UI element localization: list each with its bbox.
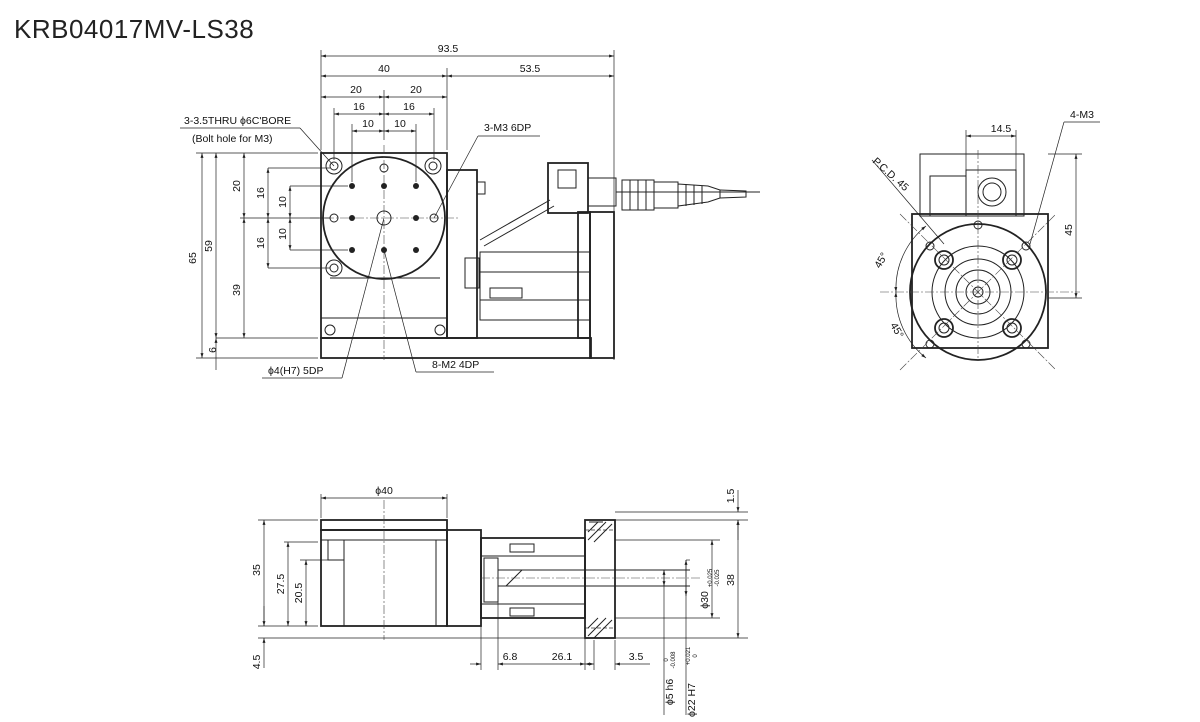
- dim-20-left: 20: [350, 84, 362, 96]
- leader-thru-hole: [299, 127, 335, 167]
- dim-10-left: 10: [362, 118, 374, 130]
- dim-6: 6: [207, 347, 219, 353]
- dim-shaft-tol-lower: -0.008: [671, 651, 677, 669]
- top-horizontal-dimensions: [320, 50, 615, 360]
- top-view-base: [320, 337, 592, 359]
- top-view: 93.5 40 53.5 20 20 16 16 10 10: [180, 43, 760, 379]
- callout-thru-hole: 3-3.5THRU ϕ6C'BORE: [184, 115, 291, 127]
- dim-20-5: 20.5: [293, 583, 305, 604]
- callout-m3-tap: 3-M3 6DP: [484, 122, 531, 134]
- dim-spigot-tol-upper: +0.021: [686, 646, 692, 665]
- dim-53-5: 53.5: [520, 63, 541, 75]
- dim-93-5: 93.5: [438, 43, 459, 55]
- callout-m2-tap: 8-M2 4DP: [432, 359, 479, 371]
- dim-59: 59: [203, 240, 215, 252]
- dim-65: 65: [187, 252, 199, 264]
- dim-4-5: 4.5: [251, 655, 263, 670]
- callout-4-m3: 4-M3: [1070, 109, 1094, 121]
- top-vertical-dimensions: [196, 152, 348, 370]
- dim-v-10-bottom: 10: [277, 228, 289, 240]
- dim-phi-5-h6: ϕ5 h6: [664, 679, 676, 705]
- dim-35: 35: [251, 564, 263, 576]
- end-view-body: [911, 213, 1049, 349]
- dim-40: 40: [378, 63, 390, 75]
- leader-4-m3: [1029, 121, 1065, 245]
- dim-27-5: 27.5: [275, 574, 287, 595]
- dim-38: 38: [725, 574, 737, 586]
- leader-pin-hole: [341, 217, 385, 379]
- drawing-title: KRB04017MV-LS38: [14, 14, 255, 44]
- dim-v-10-top: 10: [277, 196, 289, 208]
- dim-v-16-bottom: 16: [255, 237, 267, 249]
- dim-16-left: 16: [353, 101, 365, 113]
- dim-26-1: 26.1: [552, 651, 573, 663]
- callout-thru-hole-note: (Bolt hole for M3): [192, 133, 273, 145]
- callout-pcd: P.C.D. 45: [870, 155, 911, 194]
- dim-39: 39: [231, 284, 243, 296]
- corner-bolt-holes: [324, 157, 446, 336]
- dim-angle-1: 45°: [872, 251, 890, 271]
- end-view: 14.5 45 4-M3 P.C.D. 45 45° 45°: [870, 109, 1100, 371]
- dim-phi-30-tol-upper: +0.025: [708, 568, 714, 587]
- end-view-bolt-holes: [925, 220, 1031, 349]
- dim-spigot-tol-lower: 0: [693, 654, 699, 658]
- dim-3-5: 3.5: [629, 651, 644, 663]
- dim-6-8: 6.8: [503, 651, 518, 663]
- callout-pin-hole: ϕ4(H7) 5DP: [268, 365, 323, 377]
- dim-10-right: 10: [394, 118, 406, 130]
- leader-m3-tap: [433, 135, 479, 219]
- dim-1-5: 1.5: [725, 489, 737, 504]
- dim-shaft-tol-upper: 0: [664, 658, 670, 662]
- flange-hatch: [587, 521, 613, 639]
- leader-m2-tap: [383, 249, 417, 373]
- dim-16-right: 16: [403, 101, 415, 113]
- motor-body: [446, 162, 617, 359]
- cable-connector: [616, 179, 760, 211]
- dim-20-right: 20: [410, 84, 422, 96]
- dim-angle-2: 45°: [887, 321, 905, 341]
- m2-tap-holes: [329, 163, 439, 253]
- dim-v-20: 20: [231, 180, 243, 192]
- dim-phi-30-tol-lower: -0.025: [715, 569, 721, 587]
- dim-45: 45: [1063, 224, 1075, 236]
- dim-phi-22-h7: ϕ22 H7: [686, 683, 698, 717]
- dim-phi-30: ϕ30: [699, 591, 711, 609]
- dim-14-5: 14.5: [991, 123, 1012, 135]
- dim-phi-40: ϕ40: [375, 485, 393, 497]
- dim-v-16-top: 16: [255, 187, 267, 199]
- side-view: ϕ40 1.5 35 27.5 20.5 4.5 ϕ30 +0.025 -0.0…: [251, 485, 748, 717]
